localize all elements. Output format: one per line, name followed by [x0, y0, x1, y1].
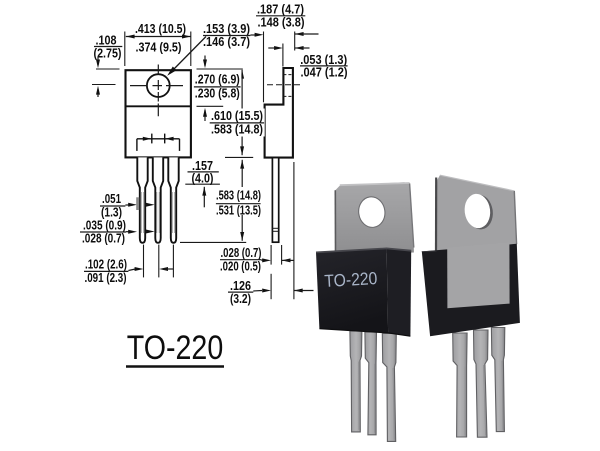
svg-text:.270 (6.9): .270 (6.9): [195, 72, 240, 87]
svg-text:.148 (3.8): .148 (3.8): [258, 14, 305, 29]
svg-text:.020 (0.5): .020 (0.5): [220, 259, 261, 274]
svg-text:.051: .051: [102, 191, 121, 206]
svg-text:.230 (5.8): .230 (5.8): [195, 85, 240, 100]
svg-text:.035 (0.9): .035 (0.9): [83, 218, 126, 233]
svg-text:.028 (0.7): .028 (0.7): [82, 231, 125, 246]
svg-text:TO-220: TO-220: [324, 268, 378, 291]
svg-text:.157: .157: [192, 158, 213, 173]
svg-text:.028 (0.7): .028 (0.7): [221, 245, 262, 260]
svg-text:.583 (14.8): .583 (14.8): [216, 188, 261, 203]
svg-text:.146 (3.7): .146 (3.7): [203, 34, 250, 49]
svg-text:TO-220: TO-220: [127, 329, 224, 367]
svg-text:.108: .108: [96, 33, 117, 48]
svg-text:.047 (1.2): .047 (1.2): [301, 65, 348, 80]
svg-text:.102 (2.6): .102 (2.6): [85, 257, 127, 272]
svg-text:.583 (14.8): .583 (14.8): [211, 121, 263, 136]
svg-text:.126: .126: [230, 278, 251, 293]
svg-text:(3.2): (3.2): [230, 291, 251, 306]
svg-text:(1.3): (1.3): [101, 205, 122, 220]
svg-text:(2.75): (2.75): [94, 46, 122, 61]
svg-text:(4.0): (4.0): [192, 171, 214, 186]
svg-text:.187 (4.7): .187 (4.7): [257, 2, 304, 17]
svg-text:.610 (15.5): .610 (15.5): [211, 108, 263, 123]
svg-text:.153 (3.9): .153 (3.9): [203, 21, 250, 36]
svg-text:.413 (10.5): .413 (10.5): [135, 21, 186, 36]
svg-text:.053 (1.3): .053 (1.3): [300, 52, 347, 67]
svg-text:.531 (13.5): .531 (13.5): [216, 203, 261, 218]
svg-text:.374 (9.5): .374 (9.5): [136, 40, 182, 55]
svg-text:.091 (2.3): .091 (2.3): [85, 270, 127, 285]
